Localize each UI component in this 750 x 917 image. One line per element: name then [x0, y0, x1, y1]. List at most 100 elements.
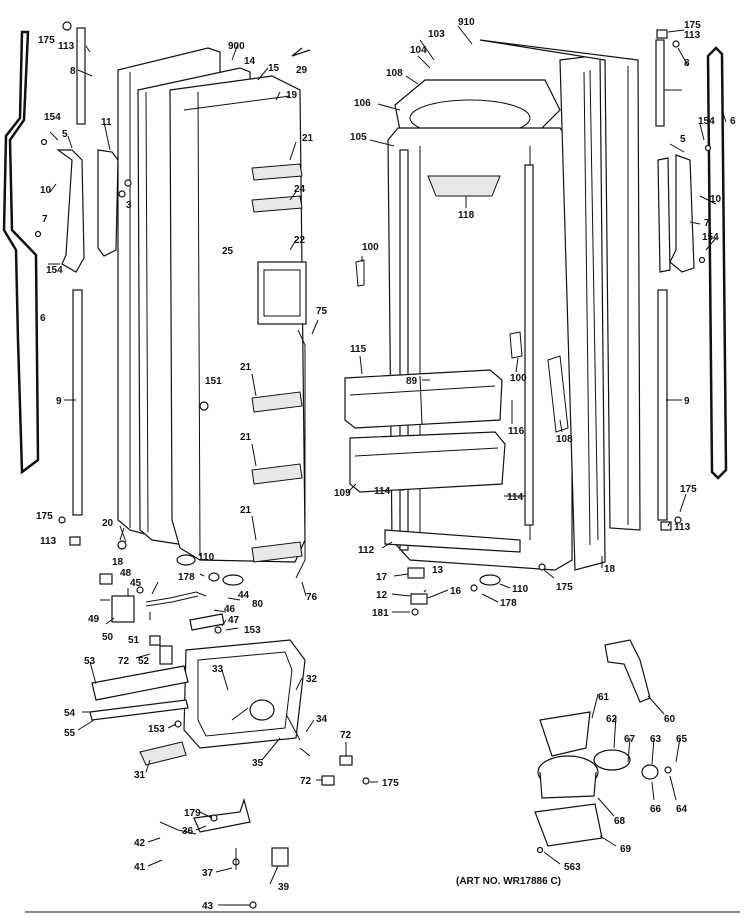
part-label: 31 — [134, 770, 146, 781]
right-door-handle — [669, 154, 695, 273]
part-label: 72 — [300, 776, 312, 787]
part-label: 49 — [88, 614, 100, 625]
part-label: 100 — [362, 242, 379, 253]
part-label: 13 — [432, 565, 444, 576]
right-handle-bracket — [657, 157, 671, 273]
part-label: 46 — [224, 604, 236, 615]
part-label: 33 — [212, 664, 224, 675]
part-label: 21 — [240, 505, 252, 516]
part-label: 106 — [354, 98, 371, 109]
part-label: 22 — [294, 235, 306, 246]
part-labels: 175 113 8 154 5 11 10 3 7 154 6 9 175 11… — [36, 17, 736, 912]
part-label: 48 — [120, 568, 132, 579]
part-label: 72 — [118, 656, 130, 667]
left-trim-strip-upper — [76, 27, 86, 125]
part-label: 15 — [268, 63, 280, 74]
part-label: 54 — [64, 708, 76, 719]
part-label: 80 — [252, 599, 264, 610]
part-label: 43 — [202, 901, 214, 912]
part-label: 109 — [334, 488, 351, 499]
part-label: 118 — [458, 210, 475, 221]
part-label: 113 — [674, 522, 691, 533]
part-label: 55 — [64, 728, 76, 739]
part-label: 18 — [604, 564, 616, 575]
door-shelf-top — [251, 163, 303, 181]
crisper-drawer-upper — [344, 369, 503, 429]
part-label: 175 — [382, 778, 399, 789]
part-label: 17 — [376, 572, 388, 583]
part-label: 113 — [58, 41, 75, 52]
part-label: 175 — [684, 20, 701, 31]
part-label: 76 — [306, 592, 318, 603]
part-label: 563 — [564, 862, 581, 873]
part-label: 32 — [306, 674, 318, 685]
part-label: 39 — [278, 882, 290, 893]
fresh-food-door-gasket — [583, 69, 599, 546]
part-label: 116 — [508, 426, 525, 437]
part-label: 18 — [112, 557, 124, 568]
part-label: 69 — [620, 844, 632, 855]
right-trim-strip-upper — [655, 39, 665, 127]
part-label: 6 — [40, 313, 46, 324]
dispenser-housing — [183, 639, 306, 749]
part-label: 11 — [101, 117, 112, 128]
part-label: 35 — [252, 758, 264, 769]
part-label: 29 — [296, 65, 308, 76]
fan-blade — [593, 749, 631, 771]
part-label: 181 — [372, 608, 389, 619]
switch-bracket — [111, 595, 135, 623]
part-label: 75 — [316, 306, 328, 317]
motor-mount-bracket — [604, 639, 651, 703]
part-label: 61 — [598, 692, 610, 703]
door-shelf-upper — [251, 195, 303, 213]
dispenser-light-lens — [91, 665, 189, 701]
part-label: 175 — [680, 484, 697, 495]
part-label: 51 — [128, 635, 140, 646]
part-label: 66 — [650, 804, 662, 815]
water-tube — [295, 329, 306, 579]
part-label: 34 — [316, 714, 328, 725]
part-label: 60 — [664, 714, 676, 725]
door-shelf-bottom — [251, 541, 303, 563]
part-label: 3 — [126, 200, 132, 211]
left-trim-strip-lower — [72, 289, 83, 516]
part-label: 104 — [410, 45, 427, 56]
part-label: 112 — [358, 545, 375, 556]
part-label: 179 — [184, 808, 201, 819]
hinge-bracket-right — [547, 355, 569, 433]
part-label: 10 — [40, 185, 52, 196]
screw-markers — [34, 21, 712, 909]
part-label: 5 — [680, 134, 686, 145]
part-label: 108 — [386, 68, 403, 79]
solenoid-bracket — [189, 613, 225, 631]
part-label: 114 — [374, 486, 391, 497]
part-label: 25 — [222, 246, 234, 257]
part-label: 910 — [458, 17, 475, 28]
part-label: 37 — [202, 868, 214, 879]
dispenser-switch — [159, 645, 173, 665]
motor-base-plate — [534, 803, 603, 847]
part-label: 63 — [650, 734, 662, 745]
part-label: 175 — [556, 582, 573, 593]
dispenser-trim-strip — [89, 699, 189, 721]
part-label: 7 — [704, 218, 710, 229]
left-gasket-strip — [2, 30, 40, 475]
part-label: 45 — [130, 578, 142, 589]
part-label: 110 — [512, 584, 529, 595]
part-label: 103 — [428, 29, 445, 40]
leader-lines — [48, 25, 727, 906]
part-label: 113 — [40, 536, 57, 547]
dispenser-chute — [249, 699, 275, 721]
part-label: 105 — [350, 132, 367, 143]
part-label: 175 — [36, 511, 53, 522]
part-label: 5 — [62, 129, 68, 140]
part-label: 178 — [500, 598, 517, 609]
fan-shroud — [539, 711, 591, 757]
part-label: 114 — [507, 492, 524, 503]
left-handle-bracket — [97, 149, 119, 257]
part-label: 53 — [84, 656, 96, 667]
part-label: 8 — [70, 66, 76, 77]
part-label: 47 — [228, 615, 240, 626]
part-label: 154 — [698, 116, 715, 127]
